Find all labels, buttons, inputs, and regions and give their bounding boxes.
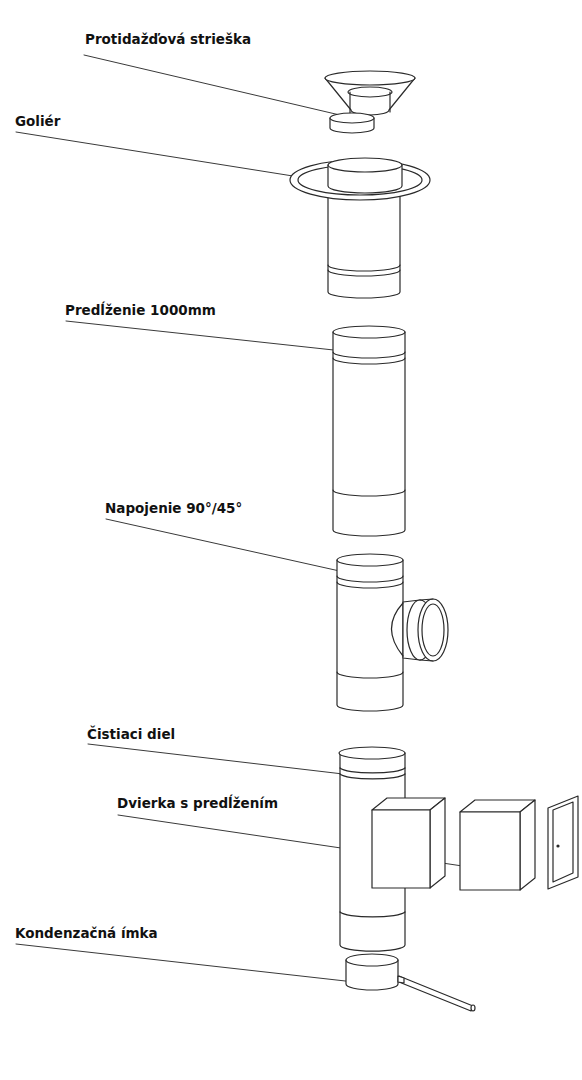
part-label: Čistiaci diel xyxy=(86,726,176,742)
tee-connection xyxy=(337,554,403,566)
extension-pipe xyxy=(333,490,405,496)
leader-line xyxy=(84,55,344,116)
tee-connection xyxy=(420,599,433,600)
door-extension xyxy=(553,802,573,882)
door-extension xyxy=(556,844,559,847)
rain-cap xyxy=(325,71,415,133)
condensate-cup xyxy=(398,976,404,983)
extension-pipe xyxy=(333,326,405,536)
condensate-cup xyxy=(399,976,473,1011)
door-extension xyxy=(520,800,535,890)
rain-cap xyxy=(389,92,390,112)
tee-connection xyxy=(337,560,403,711)
condensate-cup xyxy=(346,954,475,1011)
door-extension xyxy=(460,812,520,890)
cleaning-piece xyxy=(339,747,405,759)
tee-connection xyxy=(418,599,448,661)
leader-line xyxy=(16,55,476,984)
leader-line xyxy=(16,132,318,180)
rain-cap xyxy=(330,113,374,123)
tee-connection xyxy=(337,672,403,678)
condensate-cup xyxy=(346,954,398,966)
rain-cap xyxy=(348,87,392,97)
door-extension xyxy=(548,796,578,889)
part-label: Predĺženie 1000mm xyxy=(64,302,217,318)
tee-connection xyxy=(392,603,404,656)
tee-connection xyxy=(337,582,403,588)
part-label: Protidažďová strieška xyxy=(84,31,252,47)
extension-pipe xyxy=(333,352,405,358)
rain-cap xyxy=(325,71,415,85)
cleaning-piece xyxy=(340,912,405,917)
cleaning-piece xyxy=(340,774,405,779)
part-label: Goliér xyxy=(14,113,61,129)
extension-pipe xyxy=(333,326,405,338)
tee-connection xyxy=(422,604,444,656)
leader-line xyxy=(16,944,372,984)
collar xyxy=(328,265,400,271)
part-label: Napojenie 90°/45° xyxy=(104,500,243,516)
cleaning-piece xyxy=(430,798,445,888)
cleaning-piece xyxy=(372,810,430,888)
extension-pipe xyxy=(333,332,405,536)
part-label: Kondenzačná ímka xyxy=(14,925,159,941)
part-label: Dvierka s predĺžením xyxy=(116,795,279,811)
leader-line xyxy=(106,519,362,576)
tee-connection xyxy=(337,576,403,582)
leader-line xyxy=(88,744,360,776)
collar xyxy=(328,158,402,172)
collar xyxy=(328,190,400,298)
leader-line xyxy=(66,321,352,352)
condensate-cup xyxy=(471,1005,475,1011)
tee-connection xyxy=(337,554,448,711)
collar xyxy=(290,158,430,298)
extension-pipe xyxy=(333,358,405,364)
tee-connection xyxy=(420,660,433,661)
cleaning-piece xyxy=(340,768,405,773)
collar xyxy=(328,270,400,276)
door-extension xyxy=(460,796,578,890)
cleaning-piece xyxy=(339,747,445,951)
